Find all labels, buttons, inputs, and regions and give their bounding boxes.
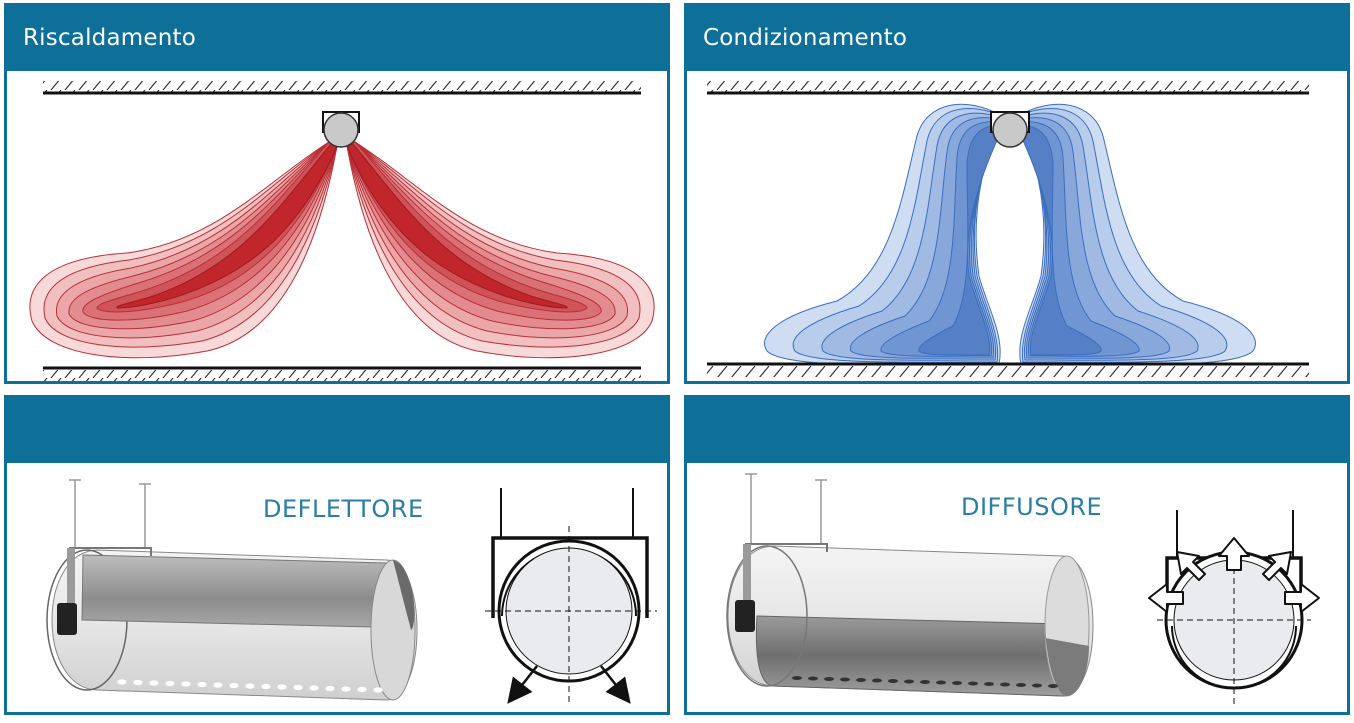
diffuser-label: DIFFUSORE: [961, 493, 1103, 521]
panel-header: Condizionamento: [687, 6, 1347, 71]
deflector-panel: DEFLETTORE: [4, 395, 670, 715]
panel-header: [7, 398, 667, 463]
heating-airflow-diagram: [29, 81, 655, 381]
deflector-cross-section: [485, 488, 657, 704]
panel-title: Condizionamento: [703, 25, 908, 51]
cooling-airflow-diagram: [707, 81, 1309, 377]
heating-panel: Riscaldamento: [4, 3, 670, 384]
panel-header: Riscaldamento: [7, 6, 667, 71]
panel-header: [687, 398, 1347, 463]
deflector-label: DEFLETTORE: [263, 495, 424, 523]
duct-deflector-illustration: [46, 479, 418, 701]
diffuser-cross-section: [1148, 510, 1320, 708]
cooling-panel: Condizionamento: [684, 3, 1350, 384]
panel-title: Riscaldamento: [23, 25, 196, 51]
duct-diffuser-illustration: [726, 473, 1094, 697]
diffuser-panel: DIFFUSORE: [684, 395, 1350, 715]
